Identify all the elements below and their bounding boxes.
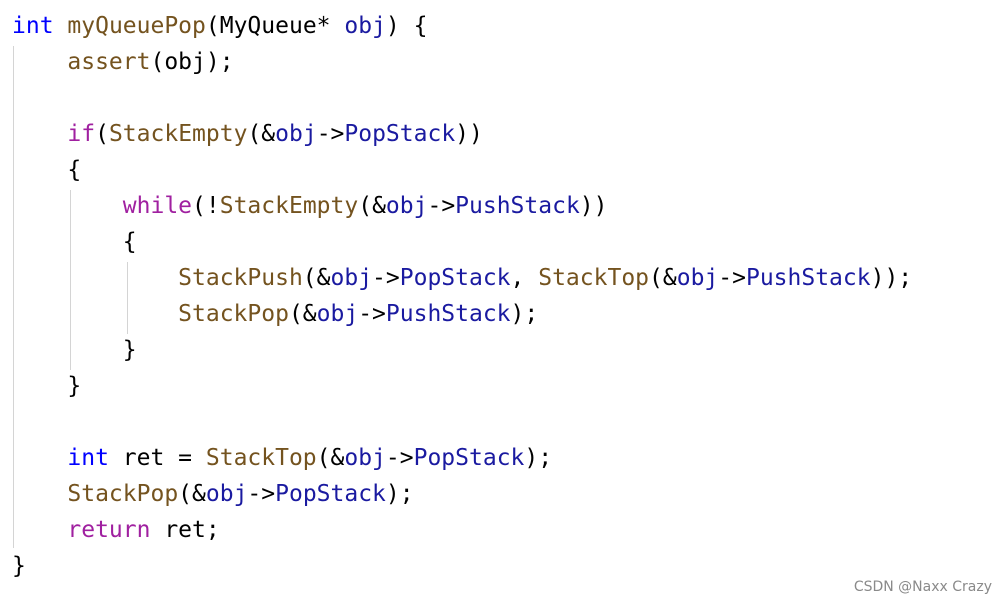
code-line[interactable]: StackPush(&obj->PopStack, StackTop(&obj-… [12,260,912,296]
code-token: -> [372,265,400,291]
code-token: obj [330,265,373,291]
code-token: PushStack [385,301,511,327]
code-token: obj [275,121,317,147]
code-token: (& [358,193,386,219]
code-token [12,517,67,543]
code-line[interactable]: } [12,548,912,584]
code-line[interactable]: { [12,224,912,260]
indent-guide-while [127,262,128,334]
code-token: -> [427,193,456,219]
code-token: ); [385,481,414,507]
code-token: -> [316,121,345,147]
code-line[interactable]: StackPop(&obj->PushStack); [12,296,912,332]
code-token: StackTop [205,445,317,471]
code-token: PopStack [344,121,456,147]
code-line[interactable]: } [12,368,912,404]
code-token: (& [288,301,317,327]
code-token: ret = [108,445,206,471]
code-token: )); [870,265,913,291]
code-token: { [12,229,137,255]
code-token: PushStack [455,193,580,219]
code-line[interactable]: int ret = StackTop(&obj->PopStack); [12,440,912,476]
code-token: )) [579,193,608,219]
code-line[interactable]: StackPop(&obj->PopStack); [12,476,912,512]
code-token [12,49,67,75]
code-token: return [67,517,151,543]
indent-guide-if [70,190,71,370]
code-line[interactable]: int myQueuePop(MyQueue* obj) { [12,8,912,44]
code-token: int [67,445,109,471]
code-token: StackPop [178,301,289,327]
code-token: ); [510,301,539,327]
code-token: PopStack [275,481,386,507]
code-token: ( [95,121,109,147]
code-token: PopStack [413,445,525,471]
code-token [12,121,67,147]
code-token: StackTop [538,265,650,291]
code-token: obj [385,193,428,219]
watermark: CSDN @Naxx Crazy [853,579,992,595]
code-token: while [122,193,193,219]
code-token: ) { [385,13,428,39]
code-line[interactable]: return ret; [12,512,912,548]
code-token: -> [247,481,276,507]
indent-guide-function [13,46,14,548]
code-token: , [510,265,539,291]
code-token [12,301,178,327]
code-token: obj [205,481,248,507]
code-block[interactable]: int myQueuePop(MyQueue* obj) { assert(ob… [12,8,912,584]
code-token: } [12,337,137,363]
code-token: obj [344,445,386,471]
code-token [12,265,178,291]
code-token: (! [192,193,220,219]
code-token: myQueuePop [67,13,206,39]
code-token: ); [524,445,553,471]
code-line[interactable]: while(!StackEmpty(&obj->PushStack)) [12,188,912,224]
code-token: int [12,13,54,39]
code-token [12,193,123,219]
code-token: (& [649,265,677,291]
code-token: } [12,373,82,399]
code-token [12,445,67,471]
code-token: (& [316,445,345,471]
code-token: assert [67,49,151,75]
code-token: { [12,157,82,183]
code-token: (& [178,481,206,507]
code-token [54,13,68,39]
code-token: ret; [150,517,220,543]
code-token: PushStack [745,265,871,291]
code-token: -> [385,445,414,471]
code-token: -> [718,265,746,291]
code-token: StackPop [67,481,179,507]
code-token: StackPush [178,265,303,291]
code-token: PopStack [399,265,511,291]
code-line[interactable]: assert(obj); [12,44,912,80]
code-token: (obj); [150,49,234,75]
code-token: (& [247,121,276,147]
code-line[interactable]: if(StackEmpty(&obj->PopStack)) [12,116,912,152]
code-line[interactable]: } [12,332,912,368]
code-token: )) [455,121,483,147]
code-token: StackEmpty [108,121,248,147]
code-token: obj [676,265,719,291]
code-token: obj [344,13,386,39]
code-token: obj [316,301,359,327]
code-token [12,481,67,507]
code-token: if [67,121,96,147]
code-token: StackEmpty [219,193,359,219]
code-token: -> [358,301,386,327]
code-token: (& [302,265,331,291]
code-line[interactable] [12,80,912,116]
code-line[interactable]: { [12,152,912,188]
code-token: (MyQueue* [205,13,345,39]
code-token: } [12,553,26,579]
code-line[interactable] [12,404,912,440]
